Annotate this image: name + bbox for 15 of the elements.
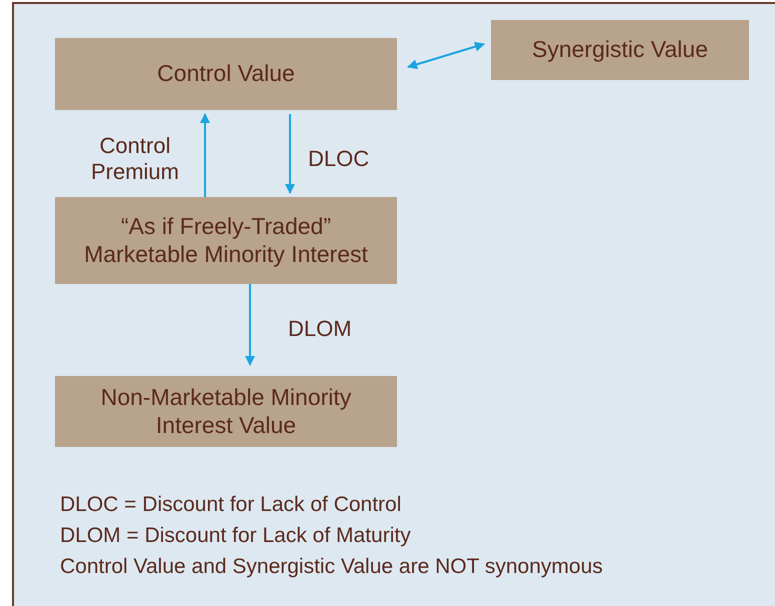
value-box — [55, 197, 397, 284]
box-label: “As if Freely-Traded” Marketable Minority Interest — [83, 212, 369, 268]
value-box — [55, 376, 397, 447]
box-label: Control Value — [157, 60, 295, 88]
arrow — [245, 284, 255, 366]
value-box — [55, 38, 397, 110]
note-text: Control Value and Synergistic Value are NOT synonymous — [60, 555, 603, 579]
box-label: Synergistic Value — [532, 36, 708, 64]
arrow — [200, 113, 210, 197]
value-box — [491, 20, 749, 80]
note-text: DLOM = Discount for Lack of Maturity — [60, 524, 411, 548]
box-label: Non-Marketable Minority Interest Value — [100, 384, 352, 440]
arrow — [407, 42, 485, 70]
note-text: DLOC = Discount for Lack of Control — [60, 493, 402, 517]
arrow — [285, 114, 295, 194]
